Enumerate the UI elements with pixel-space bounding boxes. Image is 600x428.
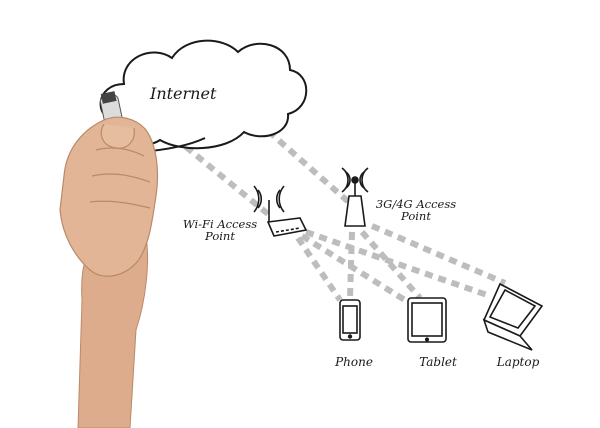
link-cell-tablet <box>359 230 423 300</box>
cell-tower-icon <box>341 167 369 227</box>
cloud-label: Internet <box>150 84 217 103</box>
link-wifi-phone <box>295 236 343 302</box>
link-wifi-laptop <box>305 229 491 299</box>
link-cell-phone <box>347 231 355 299</box>
phone-label: Phone <box>335 355 373 369</box>
wifi-access-point-label: Wi-Fi Access Point <box>182 217 258 244</box>
laptop-icon <box>482 282 544 351</box>
hand-with-marker <box>59 91 159 428</box>
wireless-links <box>173 119 507 305</box>
tablet-label: Tablet <box>419 355 457 369</box>
cell-access-point-label: 3G/4G Access Point <box>375 197 457 224</box>
tablet-icon <box>407 297 447 343</box>
cloud-icon <box>99 39 308 150</box>
link-cloud-wifi <box>173 135 270 217</box>
link-cell-laptop <box>370 223 507 286</box>
link-cloud-cell <box>256 119 354 208</box>
link-wifi-tablet <box>300 233 410 305</box>
laptop-label: Laptop <box>496 355 540 369</box>
wifi-router-icon <box>253 185 308 237</box>
phone-icon <box>339 299 361 341</box>
